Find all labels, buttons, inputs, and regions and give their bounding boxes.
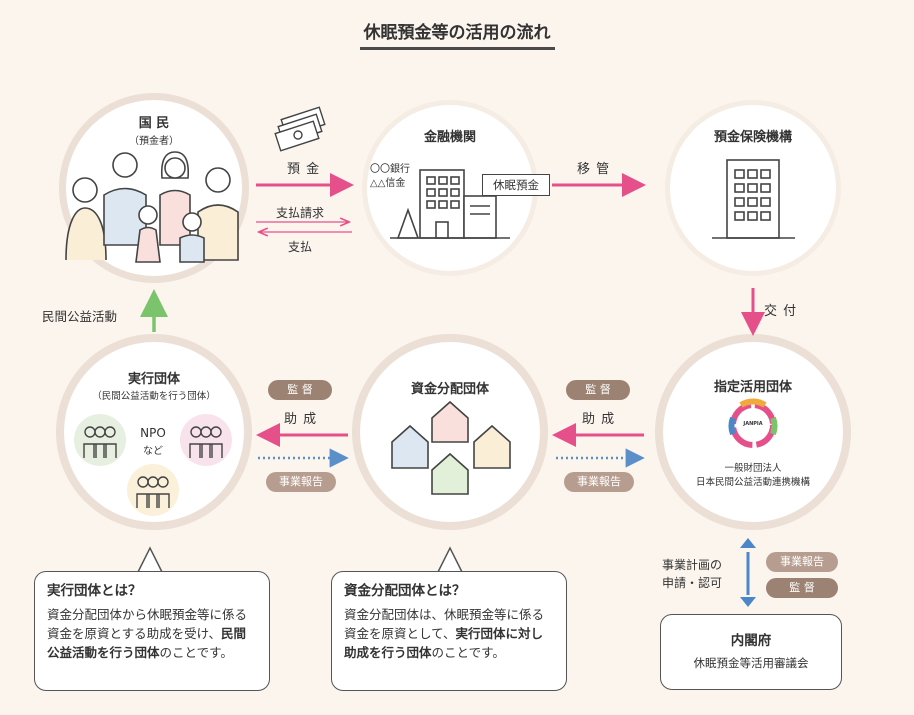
janpia-logo-text: JANPIA [743, 421, 763, 427]
kokumin-title: 国 民 [138, 116, 170, 131]
kantoku-pill-1: 監 督 [268, 380, 332, 400]
keikaku-label-2: 申請・認可 [662, 576, 723, 590]
callout-pointer-jikko [137, 546, 163, 573]
shiharai-label: 支払 [288, 240, 313, 254]
jikko-sub: （民間公益活動を行う団体） [92, 391, 216, 402]
houses-illustration [391, 400, 511, 495]
nado-label: など [143, 446, 163, 457]
kantoku-pill-3: 監 督 [766, 578, 838, 598]
shitei-title: 指定活用団体 [713, 380, 792, 395]
npo-label: NPO [140, 426, 166, 440]
jigyo-pill-3: 事業報告 [766, 552, 838, 572]
shikin-title: 資金分配団体 [410, 382, 489, 397]
shiharai-seikyu-label: 支払請求 [276, 206, 325, 220]
kokumin-sub: （預金者） [129, 136, 179, 147]
group-icon-green [74, 414, 126, 466]
jikko-explain-box: 実行団体とは？ 資金分配団体から休眠預金等に係る資金を原資とする助成を受け、民間… [34, 571, 270, 691]
naikaku-sub: 休眠預金等活用審議会 [693, 656, 809, 670]
people-illustration [65, 151, 239, 263]
jigyo-pill-1: 事業報告 [266, 472, 336, 492]
bank-name-2: △△信金 [370, 178, 406, 189]
josei-label-2: 助 成 [582, 412, 616, 427]
jikko-explain-text: 資金分配団体から休眠預金等に係る資金を原資とする助成を受け、民間公益活動を行う団… [47, 607, 248, 660]
shikin-explain-text: 資金分配団体は、休眠預金等に係る資金を原資として、実行団体に対し助成を行う団体の… [344, 607, 545, 660]
jikko-circle [64, 342, 244, 522]
naikaku-title: 内閣府 [730, 633, 772, 649]
group-icon-yellow [127, 464, 179, 516]
kantoku-pill-2: 監 督 [566, 380, 630, 400]
janpia-logo [728, 398, 778, 448]
shikin-explain-box: 資金分配団体とは？ 資金分配団体は、休眠預金等に係る資金を原資として、実行団体に… [331, 571, 567, 691]
arrow-naikaku-down [740, 597, 756, 607]
page-title: 休眠預金等の活用の流れ [0, 18, 914, 50]
naikaku-box: 内閣府 休眠預金等活用審議会 [660, 614, 842, 690]
josei-label-1: 助 成 [284, 412, 318, 427]
bank-name-1: 〇〇銀行 [370, 164, 410, 175]
keikaku-label-1: 事業計画の [662, 558, 723, 572]
shitei-org-2: 日本民間公益活動連携機構 [695, 477, 810, 488]
jigyo-pill-2: 事業報告 [564, 472, 634, 492]
kofu-label: 交 付 [764, 304, 798, 319]
money-icon [274, 106, 326, 152]
shitei-org-1: 一般財団法人 [724, 463, 782, 474]
group-icon-pink [180, 414, 232, 466]
kinyu-title: 金融機関 [423, 130, 476, 145]
bank-building-icon [390, 169, 510, 239]
office-building-icon [712, 159, 795, 239]
shikin-explain-heading: 資金分配団体とは？ [344, 583, 466, 599]
hoken-title: 預金保険機構 [713, 130, 792, 145]
jikko-title: 実行団体 [127, 372, 180, 387]
minkan-label: 民間公益活動 [42, 309, 118, 324]
yokin-label: 預 金 [287, 162, 321, 177]
jikko-explain-heading: 実行団体とは？ [47, 583, 142, 599]
ikan-label: 移 管 [577, 162, 611, 177]
shitei-circle [663, 342, 843, 522]
callout-pointer-shikin [437, 546, 463, 573]
kyumin-yokin-tag: 休眠預金 [482, 174, 550, 196]
arrow-naikaku-up [740, 538, 756, 548]
